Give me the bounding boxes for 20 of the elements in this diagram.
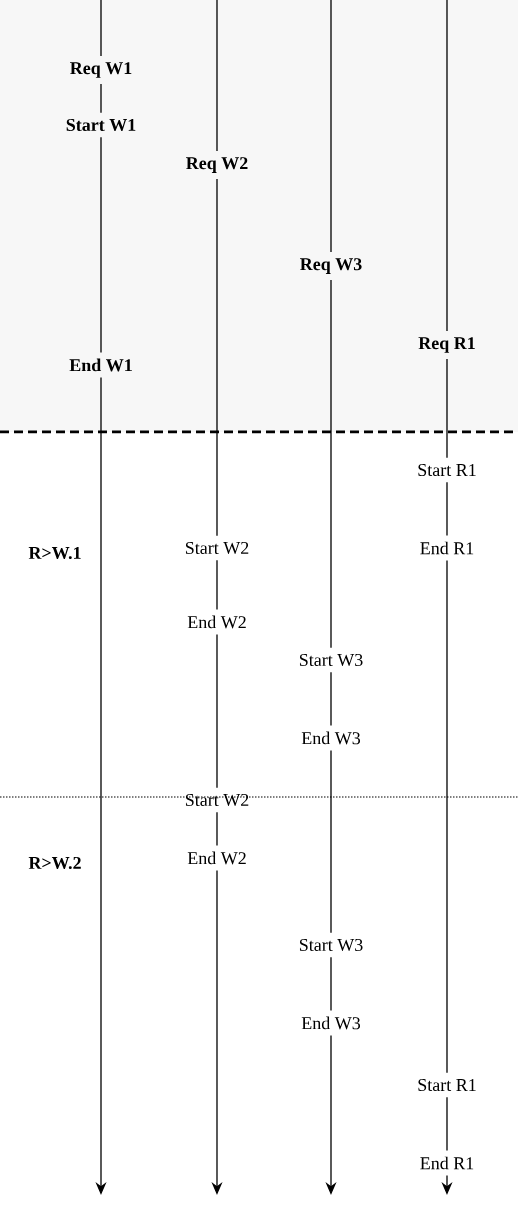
event-label: Req W3: [300, 258, 362, 274]
event-label: Start W3: [299, 653, 363, 667]
event-label: End R1: [420, 541, 474, 555]
event-label: Start W2: [185, 793, 249, 807]
event-label: End W2: [187, 851, 246, 865]
event-label: Start W1: [66, 118, 136, 132]
phase-label: R>W.1: [28, 546, 81, 560]
event-label: Start R1: [418, 1078, 476, 1092]
event-label: End R1: [420, 1156, 474, 1170]
event-label: End W2: [187, 615, 246, 629]
event-label: End W3: [301, 1016, 361, 1030]
event-label: Req W2: [186, 157, 248, 173]
event-label: End W3: [301, 731, 361, 745]
event-label: Start W3: [299, 938, 363, 952]
event-label: Start W2: [185, 541, 249, 555]
phase-label: R>W.2: [28, 856, 81, 870]
event-label: Start R1: [418, 463, 476, 477]
event-label: Req R1: [418, 337, 475, 353]
event-label: Req W1: [70, 62, 132, 78]
event-label: End W1: [69, 358, 132, 372]
